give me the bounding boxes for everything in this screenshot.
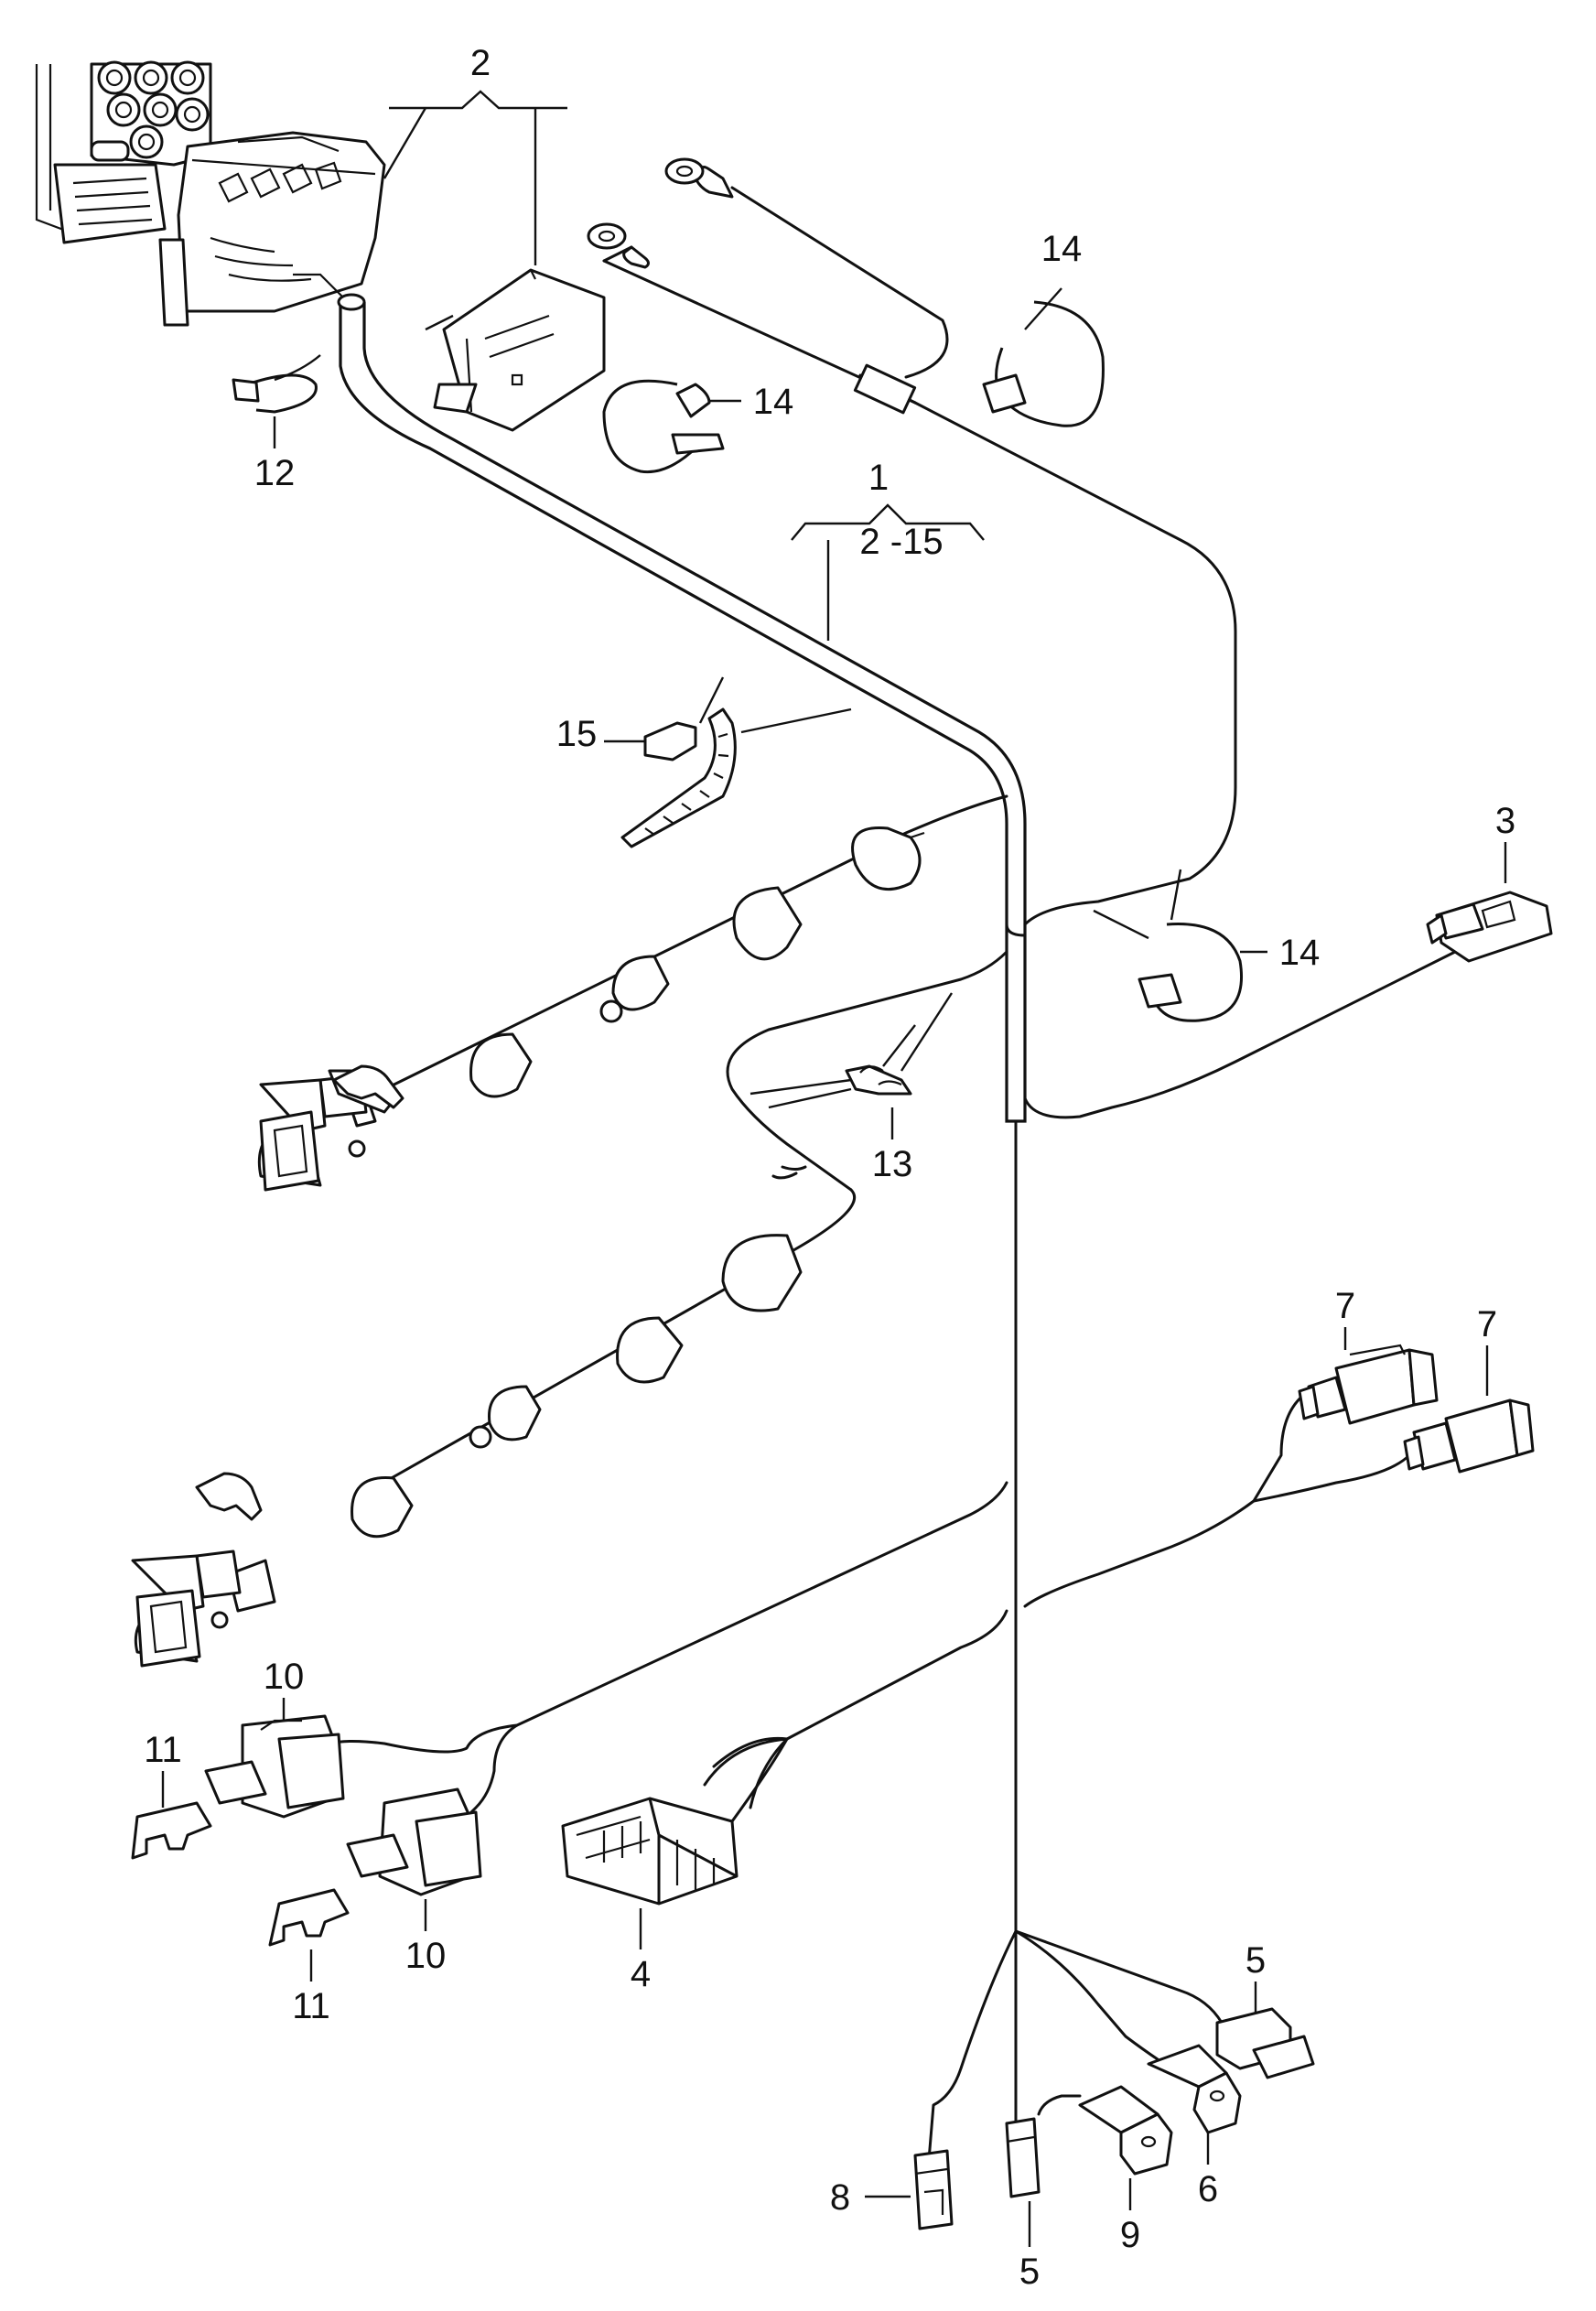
callout-5-right: 5 bbox=[1246, 1940, 1266, 1981]
tie-wrap-15 bbox=[604, 676, 852, 848]
callout-14-upper-mid: 14 bbox=[753, 382, 794, 422]
callout-15: 15 bbox=[556, 714, 598, 754]
connector-6 bbox=[1147, 2044, 1242, 2165]
callout-7-left: 7 bbox=[1335, 1286, 1355, 1326]
cable-tie-12 bbox=[232, 354, 321, 448]
lower-grommet-branch bbox=[131, 1165, 857, 1668]
callout-4: 4 bbox=[631, 1954, 651, 1994]
harness-clip bbox=[853, 363, 917, 415]
strap-14-upper-right bbox=[982, 287, 1105, 427]
callout-8: 8 bbox=[830, 2177, 850, 2218]
callout-labels: 1 2 -15 2 3 4 5 5 6 7 7 8 9 10 10 11 11 … bbox=[144, 43, 1515, 2292]
callout-9: 9 bbox=[1120, 2215, 1140, 2255]
left-connectors-branch bbox=[131, 1481, 1008, 1982]
upper-grommet-branch bbox=[257, 794, 1008, 1192]
callout-2: 2 bbox=[470, 43, 491, 83]
callout-2-bracket bbox=[383, 90, 567, 331]
connector-9 bbox=[1078, 2085, 1173, 2210]
strap-14-upper-mid bbox=[602, 379, 741, 474]
strap-14-mid-right bbox=[1093, 869, 1267, 1022]
callout-5-bottom: 5 bbox=[1019, 2252, 1040, 2292]
relay-box bbox=[433, 268, 606, 432]
connector-5-bottom bbox=[1005, 2117, 1041, 2247]
ring-terminal-lower bbox=[587, 222, 650, 269]
locking-clip-upper bbox=[332, 1064, 404, 1109]
clip-11-lower bbox=[268, 1888, 350, 1947]
ring-terminal-upper bbox=[664, 157, 734, 199]
callout-12: 12 bbox=[254, 453, 296, 493]
multipin-connector-4 bbox=[561, 1609, 1008, 1949]
connector-10-upper bbox=[204, 1714, 345, 1819]
connector-5-right bbox=[1215, 1982, 1315, 2079]
control-unit-housing bbox=[35, 60, 212, 244]
callout-1: 1 bbox=[868, 458, 889, 498]
connector-7-lower bbox=[1403, 1398, 1535, 1474]
connectors-7 bbox=[1023, 1327, 1535, 1608]
callout-14-mid-right: 14 bbox=[1279, 933, 1321, 973]
callout-11-upper: 11 bbox=[144, 1730, 182, 1770]
callout-3: 3 bbox=[1495, 801, 1515, 841]
callout-1-range: 2 -15 bbox=[859, 522, 943, 562]
connector-8 bbox=[865, 2149, 954, 2230]
main-harness-trunk bbox=[339, 302, 1027, 1933]
clip-11-upper bbox=[131, 1801, 212, 1860]
callout-7-right: 7 bbox=[1477, 1304, 1497, 1344]
main-connector bbox=[158, 131, 386, 327]
cable-tie-13 bbox=[749, 992, 954, 1139]
callout-11-lower: 11 bbox=[292, 1986, 330, 2026]
callout-10-lower: 10 bbox=[405, 1936, 447, 1976]
upper-right-branch bbox=[587, 157, 1237, 926]
callout-13: 13 bbox=[872, 1144, 913, 1184]
callout-10-upper: 10 bbox=[264, 1657, 305, 1697]
callout-1-bracket bbox=[791, 503, 985, 641]
connector-7-upper bbox=[1298, 1344, 1439, 1425]
callout-6: 6 bbox=[1198, 2169, 1218, 2209]
connector-3 bbox=[1023, 842, 1553, 1119]
connector-10-lower bbox=[346, 1787, 482, 1896]
callout-14-upper-right: 14 bbox=[1041, 229, 1083, 269]
bottom-fanout-branch bbox=[865, 1929, 1315, 2247]
